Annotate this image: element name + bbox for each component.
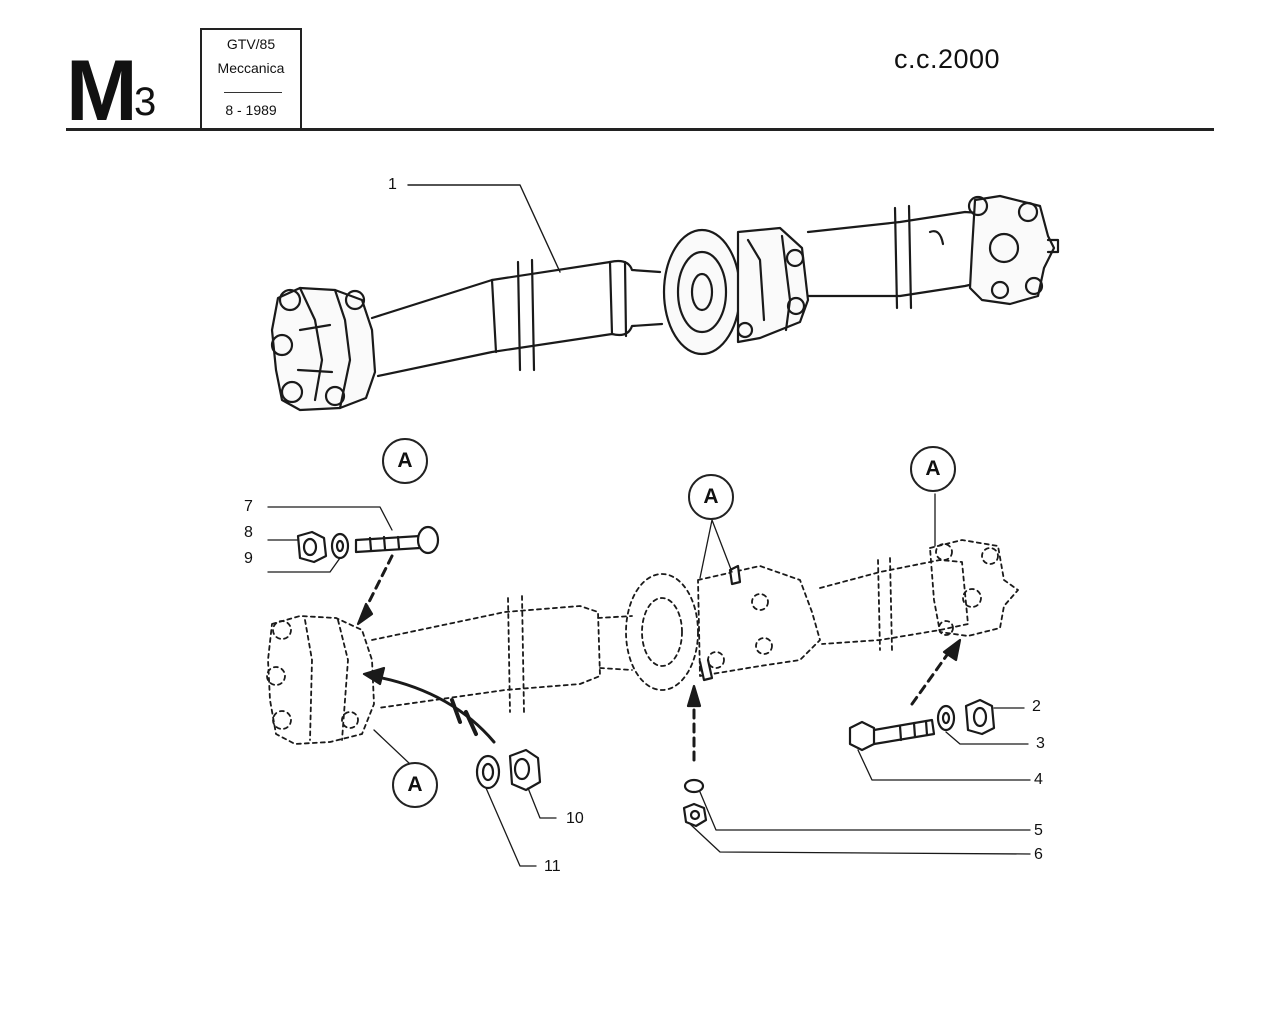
exploded-shaft	[266, 539, 1019, 745]
hardware-left-top	[267, 506, 440, 626]
detail-a-badge: A	[910, 446, 956, 492]
group-label: Meccanica	[217, 60, 285, 76]
callout-6: 6	[1034, 846, 1043, 863]
hardware-left-bottom	[362, 666, 557, 867]
badge-leaders	[373, 493, 936, 765]
model-label: GTV/85	[226, 36, 276, 52]
detail-a-badge: A	[382, 438, 428, 484]
section-letter: M	[66, 43, 138, 139]
info-box: GTV/85 Meccanica 8 - 1989	[200, 28, 302, 129]
callout-3: 3	[1036, 735, 1045, 752]
callout-4: 4	[1034, 771, 1043, 788]
callout-7: 7	[244, 498, 253, 515]
callout-8: 8	[244, 524, 253, 541]
callout-1: 1	[388, 176, 397, 193]
callout-9: 9	[244, 550, 253, 567]
assembled-shaft	[270, 184, 1060, 412]
date-label: 8 - 1989	[225, 102, 277, 118]
callout-2: 2	[1032, 698, 1041, 715]
hardware-right	[848, 638, 1031, 781]
hardware-center	[682, 564, 1031, 855]
section-number: 3	[134, 80, 157, 124]
info-divider	[224, 92, 282, 93]
detail-a-badge: A	[688, 474, 734, 520]
callout-5: 5	[1034, 822, 1043, 839]
callout-11: 11	[544, 858, 561, 875]
header-rule	[66, 128, 1214, 131]
displacement-label: c.c.2000	[894, 44, 1001, 74]
detail-a-badge: A	[392, 762, 438, 808]
callout-10: 10	[566, 810, 584, 827]
